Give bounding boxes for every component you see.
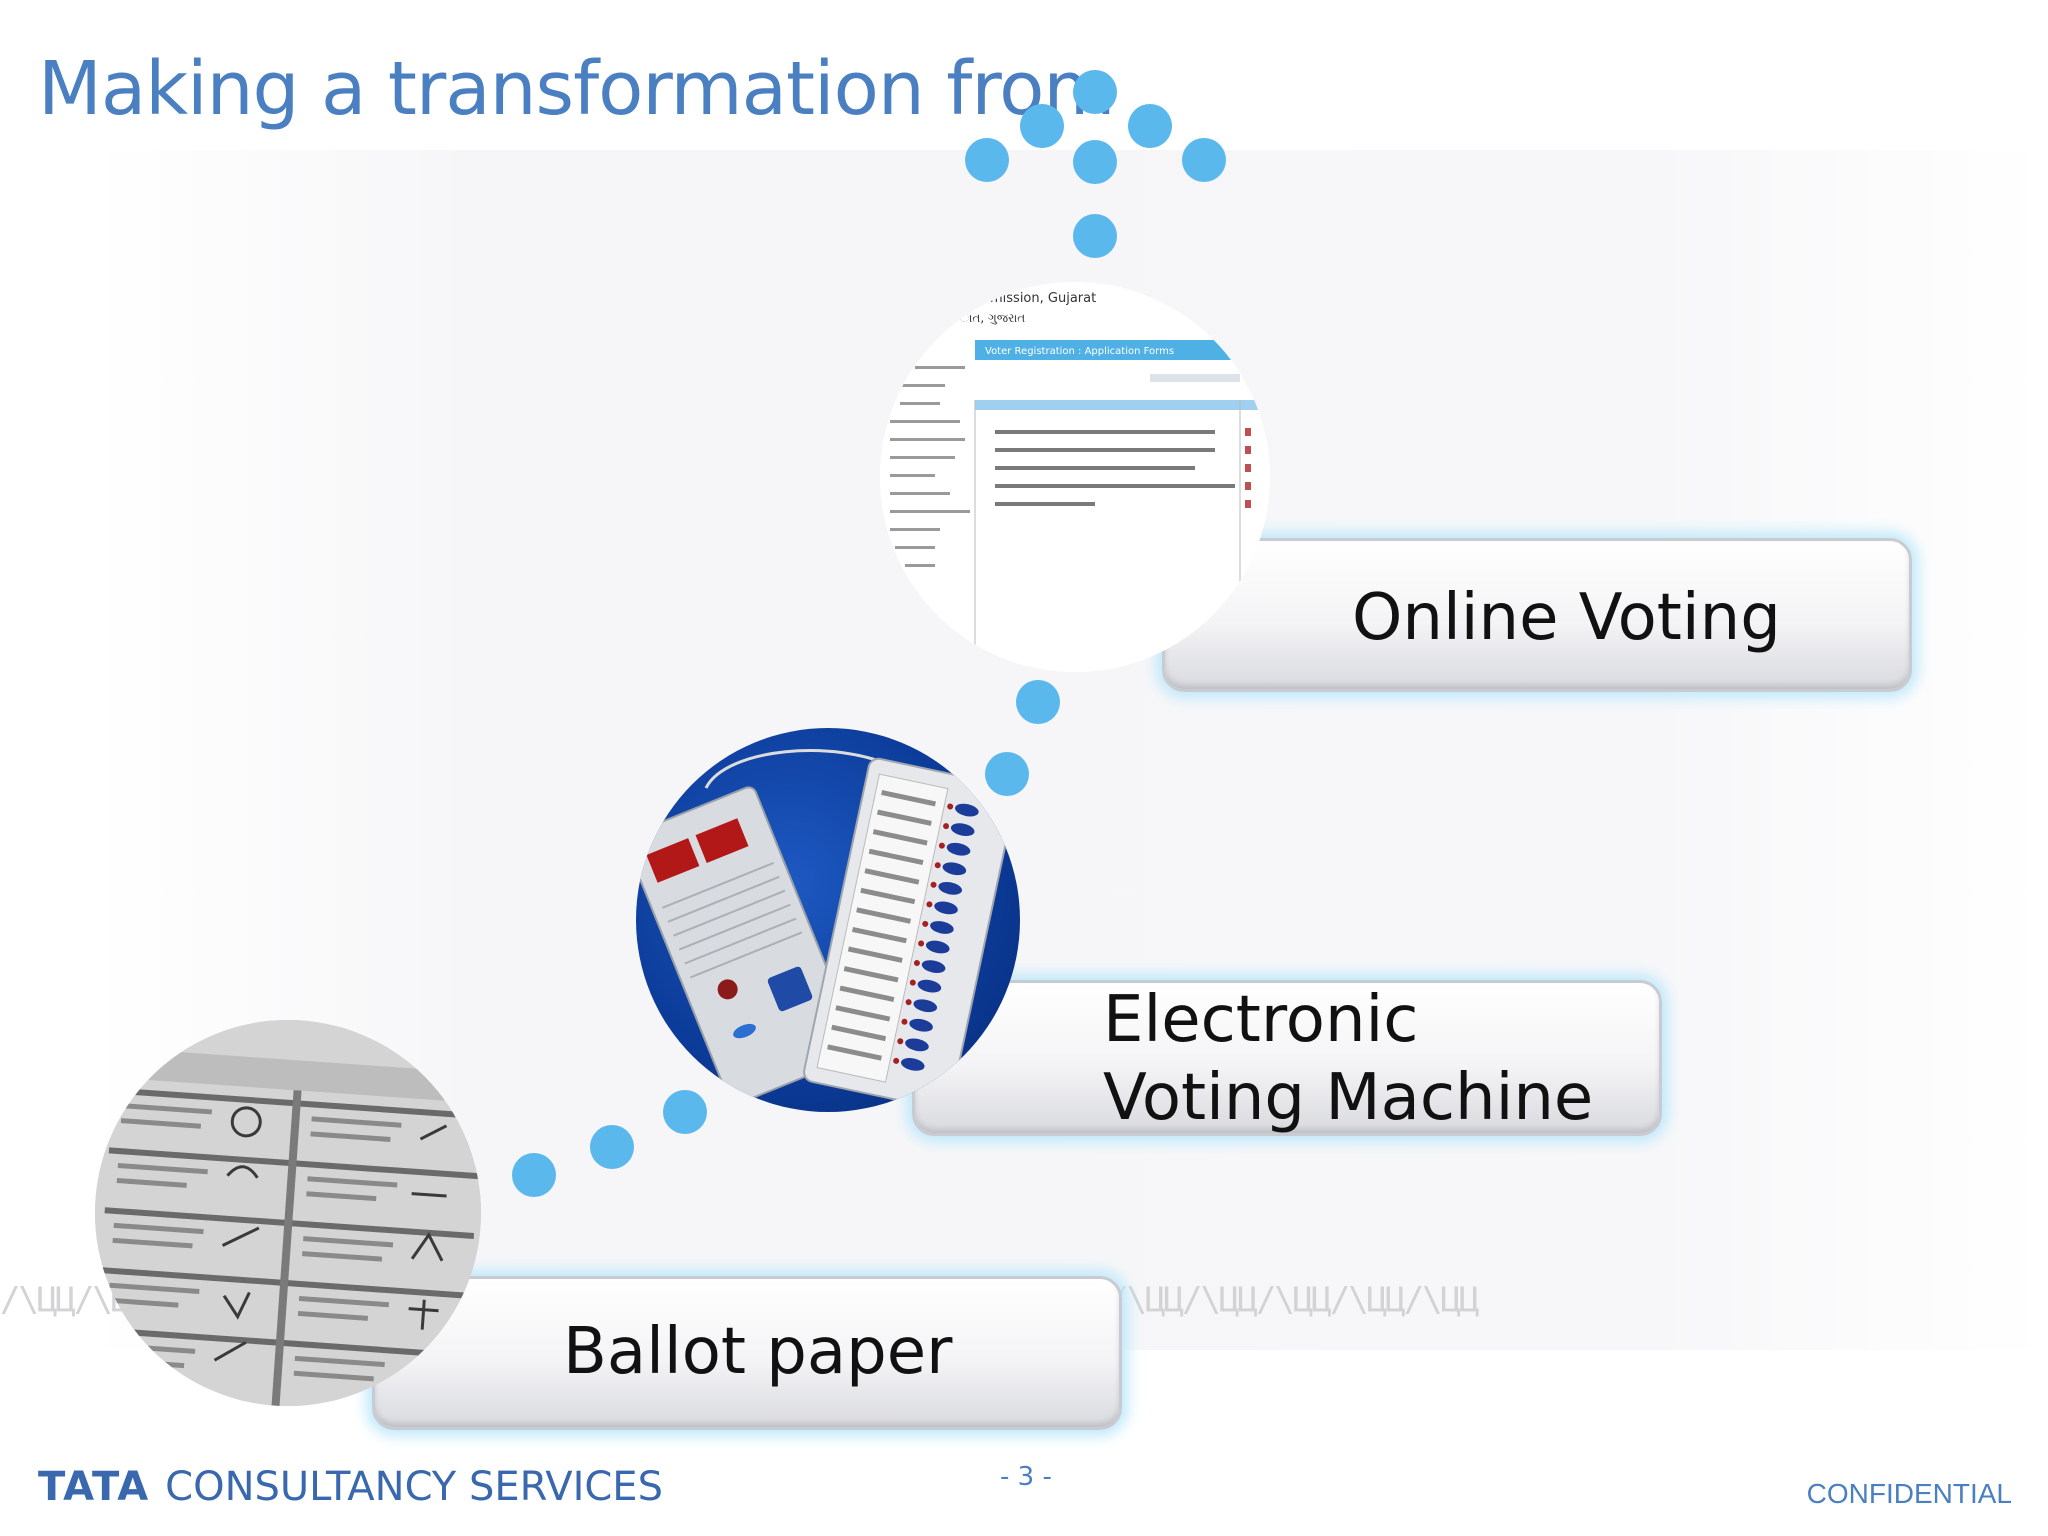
decor-dot: [1128, 104, 1172, 148]
decor-dot: [965, 138, 1009, 182]
portal-header-line1: mission, Gujarat: [990, 291, 1096, 306]
evm-label-line2: Voting Machine: [1103, 1061, 1594, 1135]
decor-dot: [1182, 138, 1226, 182]
decor-dot: [1020, 104, 1064, 148]
decor-dot: [1073, 70, 1117, 114]
decor-dot: [590, 1125, 634, 1169]
decor-dot: [512, 1153, 556, 1197]
decor-dot: [663, 1090, 707, 1134]
online-voting-screenshot: mission, Gujarat ાત, ગુજરાત Voter Regist…: [880, 282, 1270, 672]
company-logo: TATA CONSULTANCY SERVICES: [38, 1464, 663, 1510]
decor-dot: [1016, 680, 1060, 724]
decor-dot: [985, 752, 1029, 796]
brand-name: TATA: [38, 1464, 150, 1510]
page-number: - 3 -: [1000, 1462, 1052, 1492]
confidential-label: CONFIDENTIAL: [1806, 1478, 2012, 1509]
portal-bar-text: Voter Registration : Application Forms: [985, 346, 1174, 357]
portal-header-line2: ાત, ગુજરાત: [960, 311, 1025, 325]
company-name: CONSULTANCY SERVICES: [165, 1464, 663, 1510]
online-voting-label: Online Voting: [1352, 581, 1781, 655]
ballot-paper-label-box: [372, 1276, 1122, 1430]
evm-label-line1: Electronic: [1103, 983, 1419, 1057]
evm-graphic: [636, 749, 1017, 1111]
evm-photo: [636, 728, 1020, 1112]
ballot-paper-label: Ballot paper: [563, 1315, 953, 1389]
slide-title: Making a transformation from: [38, 46, 1115, 132]
portal-screenshot-graphic: mission, Gujarat ાત, ગુજરાત Voter Regist…: [880, 282, 1270, 672]
decor-dot: [1073, 140, 1117, 184]
decor-dot: [1073, 214, 1117, 258]
ballot-paper-photo: [95, 1020, 481, 1406]
ballot-graphic: [95, 1020, 481, 1406]
